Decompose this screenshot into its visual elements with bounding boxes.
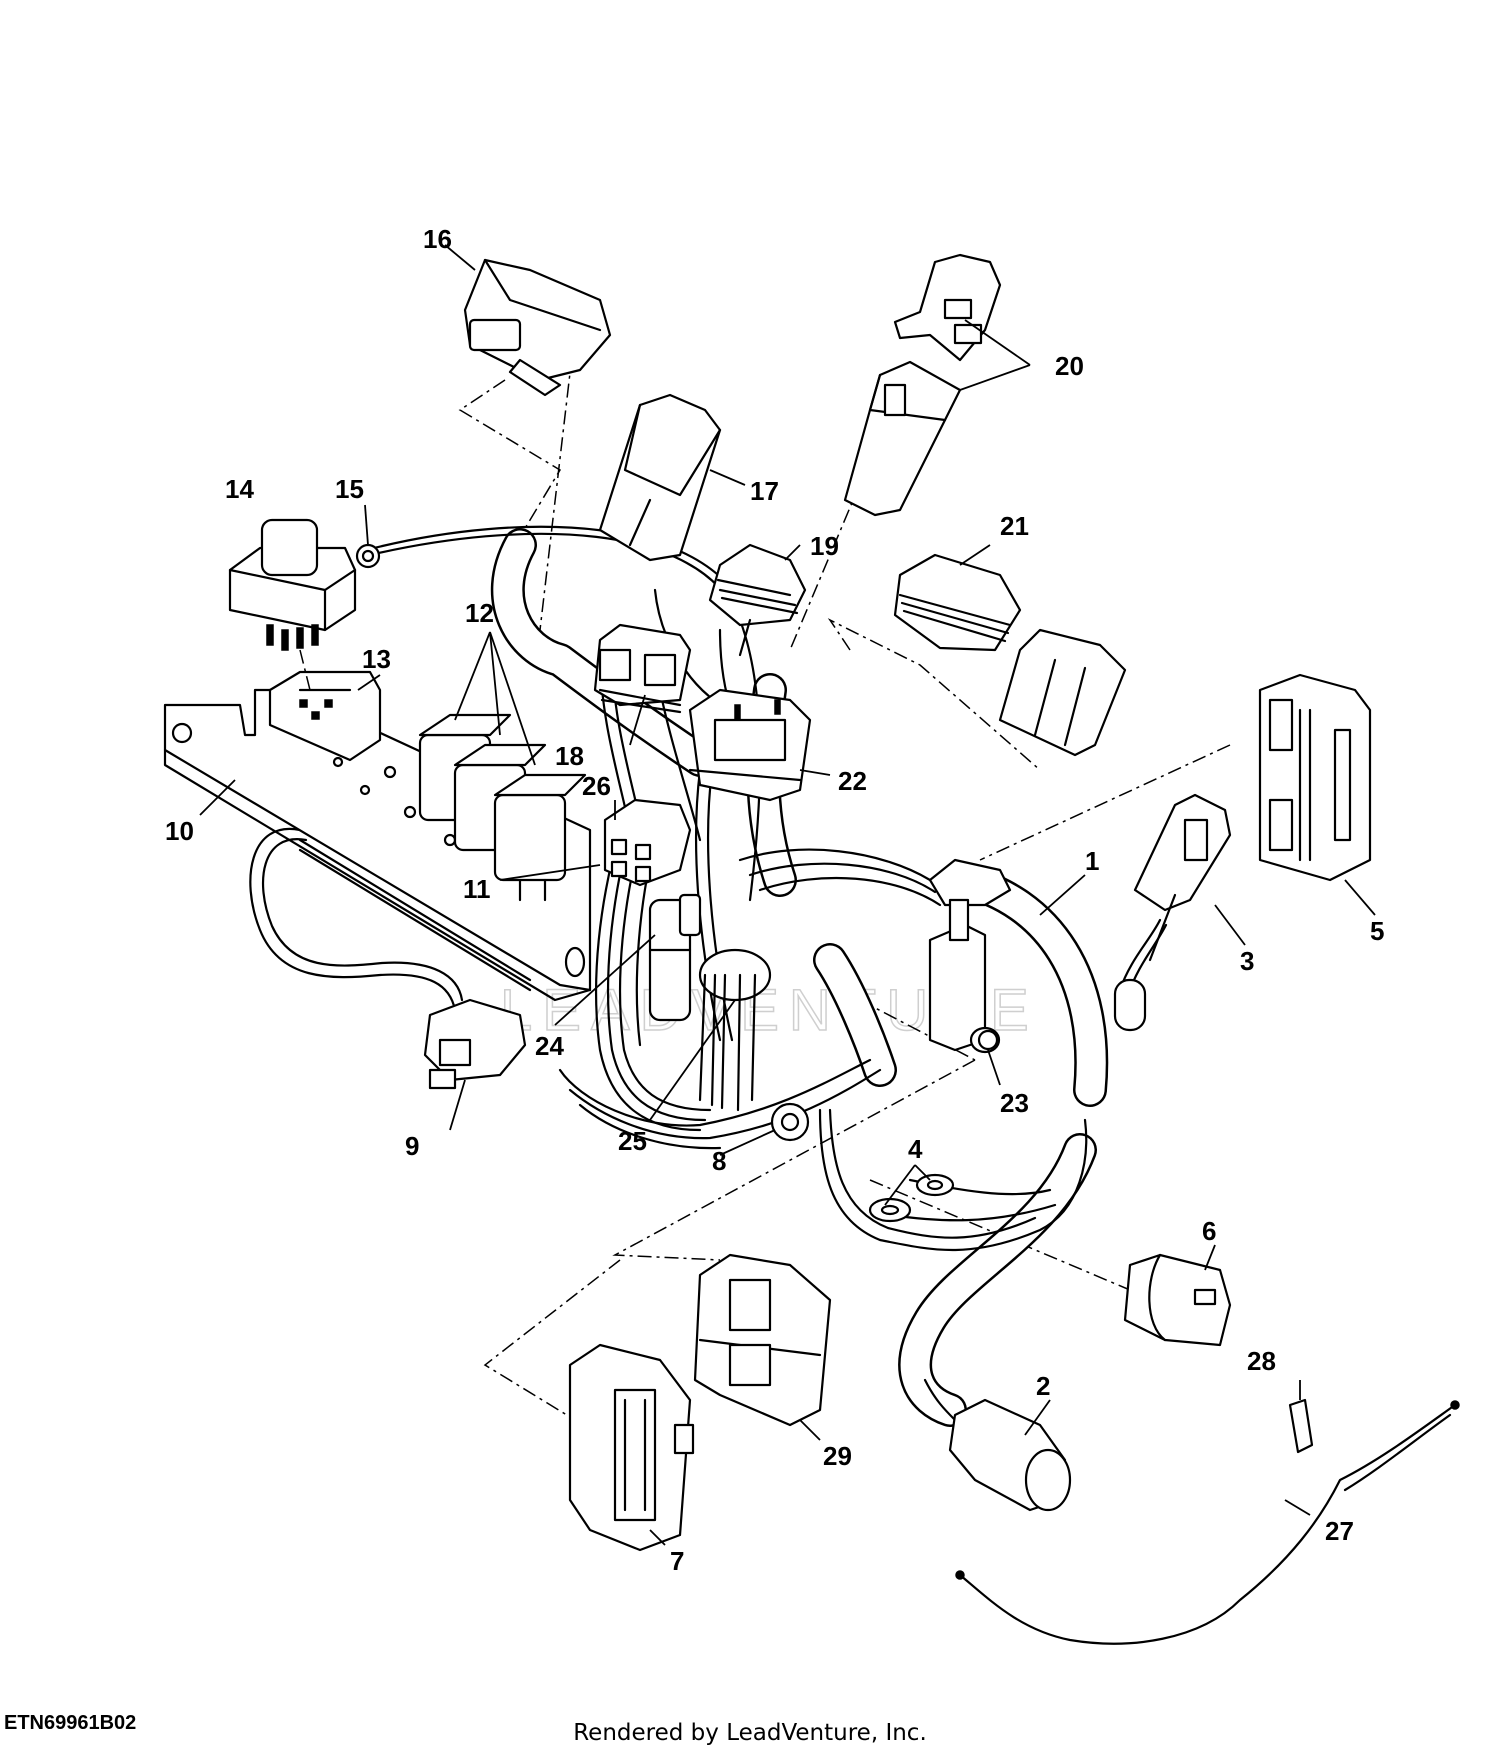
leader-lines <box>199 244 1376 1546</box>
callout-28: 28 <box>1247 1346 1276 1376</box>
bundle-tie <box>698 948 772 1112</box>
wire-harness-27 <box>955 1400 1460 1645</box>
connector-cover <box>998 628 1127 757</box>
connector-9 <box>423 998 527 1090</box>
connector-2 <box>948 1398 1072 1512</box>
figure-id: ETN69961B02 <box>4 1712 137 1734</box>
callout-21: 21 <box>1000 511 1029 541</box>
fuse-holder <box>648 893 702 1022</box>
connector-7 <box>568 1343 695 1552</box>
callout-23: 23 <box>1000 1088 1029 1118</box>
connector-20 <box>843 253 1002 517</box>
callout-1: 1 <box>1085 846 1099 876</box>
callout-18: 18 <box>555 741 584 771</box>
callout-16: 16 <box>423 224 452 254</box>
relay-socket <box>268 670 382 762</box>
callout-3: 3 <box>1240 946 1254 976</box>
callout-9: 9 <box>405 1131 419 1161</box>
ring-terminal <box>355 543 381 569</box>
wire-clip <box>1288 1398 1314 1454</box>
connector-29 <box>693 1253 832 1427</box>
callout-17: 17 <box>750 476 779 506</box>
callout-4: 4 <box>908 1134 923 1164</box>
callout-15: 15 <box>335 474 364 504</box>
callout-22: 22 <box>838 766 867 796</box>
connector-5 <box>1258 673 1372 882</box>
callout-5: 5 <box>1370 916 1384 946</box>
callout-27: 27 <box>1325 1516 1354 1546</box>
callout-26: 26 <box>582 771 611 801</box>
connector-26 <box>603 798 692 887</box>
callout-19: 19 <box>810 531 839 561</box>
callout-labels: 1 2 3 4 5 6 7 8 9 10 11 12 13 14 15 16 1… <box>165 224 1384 1576</box>
connector-16 <box>463 258 612 397</box>
connector-21 <box>893 553 1022 652</box>
callout-24: 24 <box>535 1031 564 1061</box>
render-credit: Rendered by LeadVenture, Inc. <box>573 1720 927 1746</box>
connector-22 <box>688 688 812 802</box>
callout-8: 8 <box>712 1146 726 1176</box>
callout-29: 29 <box>823 1441 852 1471</box>
callout-7: 7 <box>670 1546 684 1576</box>
callout-25: 25 <box>618 1126 647 1156</box>
callout-2: 2 <box>1036 1371 1050 1401</box>
connector-19 <box>708 543 807 657</box>
callout-13: 13 <box>362 644 391 674</box>
callout-6: 6 <box>1202 1216 1216 1246</box>
harness-clamp <box>928 858 1012 1054</box>
connector-17 <box>598 393 722 562</box>
relay-group <box>418 713 587 902</box>
ring-terminals <box>868 1173 955 1223</box>
callout-14: 14 <box>225 474 254 504</box>
callout-11: 11 <box>463 874 491 904</box>
connector-3 <box>1113 793 1232 1032</box>
callout-12: 12 <box>465 598 494 628</box>
connector-18 <box>593 623 692 714</box>
callout-10: 10 <box>165 816 194 846</box>
flasher-module <box>228 518 357 691</box>
clamp-ring <box>977 1029 999 1051</box>
connector-6 <box>1123 1253 1232 1347</box>
callout-20: 20 <box>1055 351 1084 381</box>
ground-ring <box>770 1102 810 1142</box>
